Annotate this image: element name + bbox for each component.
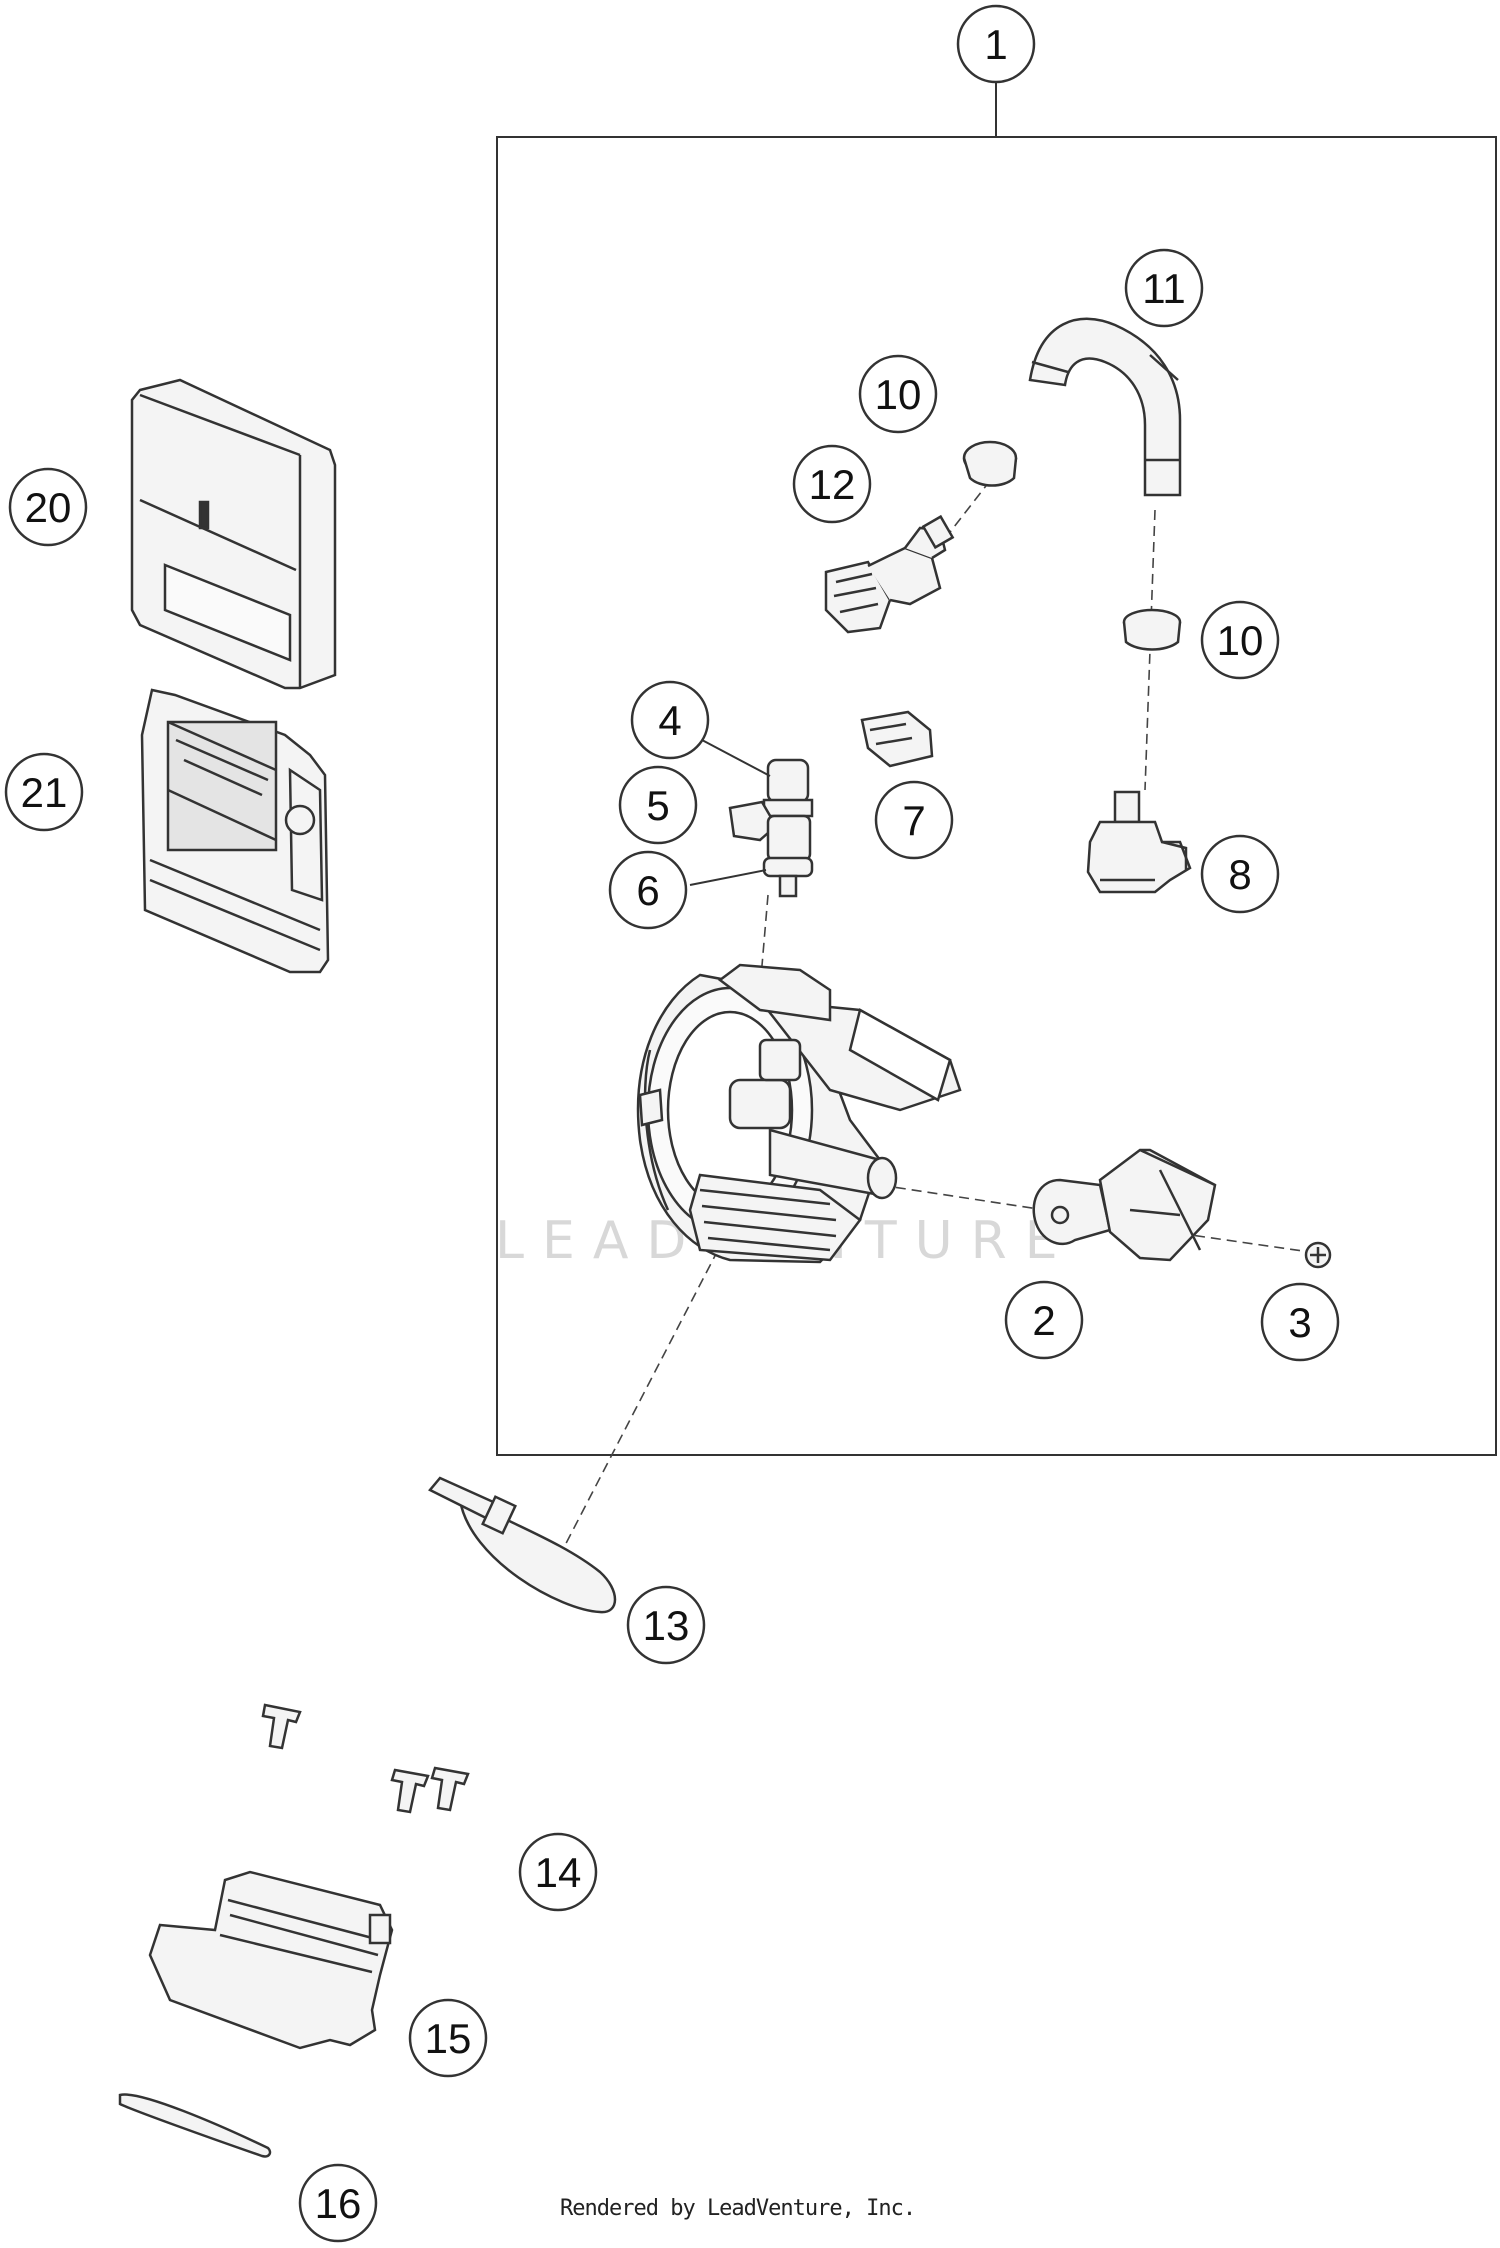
callout-21: 21 [4,752,84,832]
svg-text:20: 20 [25,484,72,531]
callout-5: 5 [618,765,698,845]
svg-text:16: 16 [315,2180,362,2227]
callout-11: 11 [1124,248,1204,328]
callout-3: 3 [1260,1282,1340,1362]
leader-lines [689,739,771,886]
pressure-sensor-8 [1086,790,1192,894]
svg-text:5: 5 [646,782,669,829]
hose-clamp-10-bottom [1122,608,1182,651]
svg-text:4: 4 [658,697,681,744]
svg-text:8: 8 [1228,851,1251,898]
callout-14: 14 [518,1832,598,1912]
svg-text:15: 15 [425,2015,472,2062]
housing-15 [148,1870,394,2050]
svg-text:1: 1 [984,21,1007,68]
callout-2: 2 [1004,1280,1084,1360]
svg-text:6: 6 [636,867,659,914]
svg-text:12: 12 [809,461,856,508]
svg-text:3: 3 [1288,1299,1311,1346]
svg-text:21: 21 [21,769,68,816]
callout-8: 8 [1200,834,1280,914]
svg-text:7: 7 [902,797,925,844]
callout-15: 15 [408,1998,488,2078]
quick-connector-12 [824,514,955,634]
ecu-cover-20 [130,378,337,690]
callout-16: 16 [298,2163,378,2243]
callout-20: 20 [8,467,88,547]
svg-text:14: 14 [535,1849,582,1896]
callout-13: 13 [626,1585,706,1665]
ecu-21 [140,688,330,974]
throttle-body [636,963,962,1264]
throttle-sensor-2 [1032,1148,1217,1262]
svg-text:13: 13 [643,1602,690,1649]
fuel-hose-11 [1028,317,1182,497]
injector-4-5-6 [728,758,814,898]
callout-10-top: 10 [858,354,938,434]
retaining-clip-7 [860,710,934,768]
svg-text:10: 10 [875,371,922,418]
screws-14 [261,1703,470,1814]
footer-credit: Rendered by LeadVenture, Inc. [560,2196,916,2221]
seal-16 [118,2093,272,2158]
screw-3 [1304,1241,1332,1269]
callout-7: 7 [874,780,954,860]
callout-10-bottom: 10 [1200,600,1280,680]
hose-clamp-13 [428,1476,617,1614]
hose-clamp-10-top [962,440,1018,487]
callout-1: 1 [956,4,1036,84]
callout-6: 6 [608,850,688,930]
svg-text:2: 2 [1032,1297,1055,1344]
callout-12: 12 [792,444,872,524]
svg-text:11: 11 [1142,265,1186,312]
callout-4: 4 [630,680,710,760]
svg-text:10: 10 [1217,617,1264,664]
